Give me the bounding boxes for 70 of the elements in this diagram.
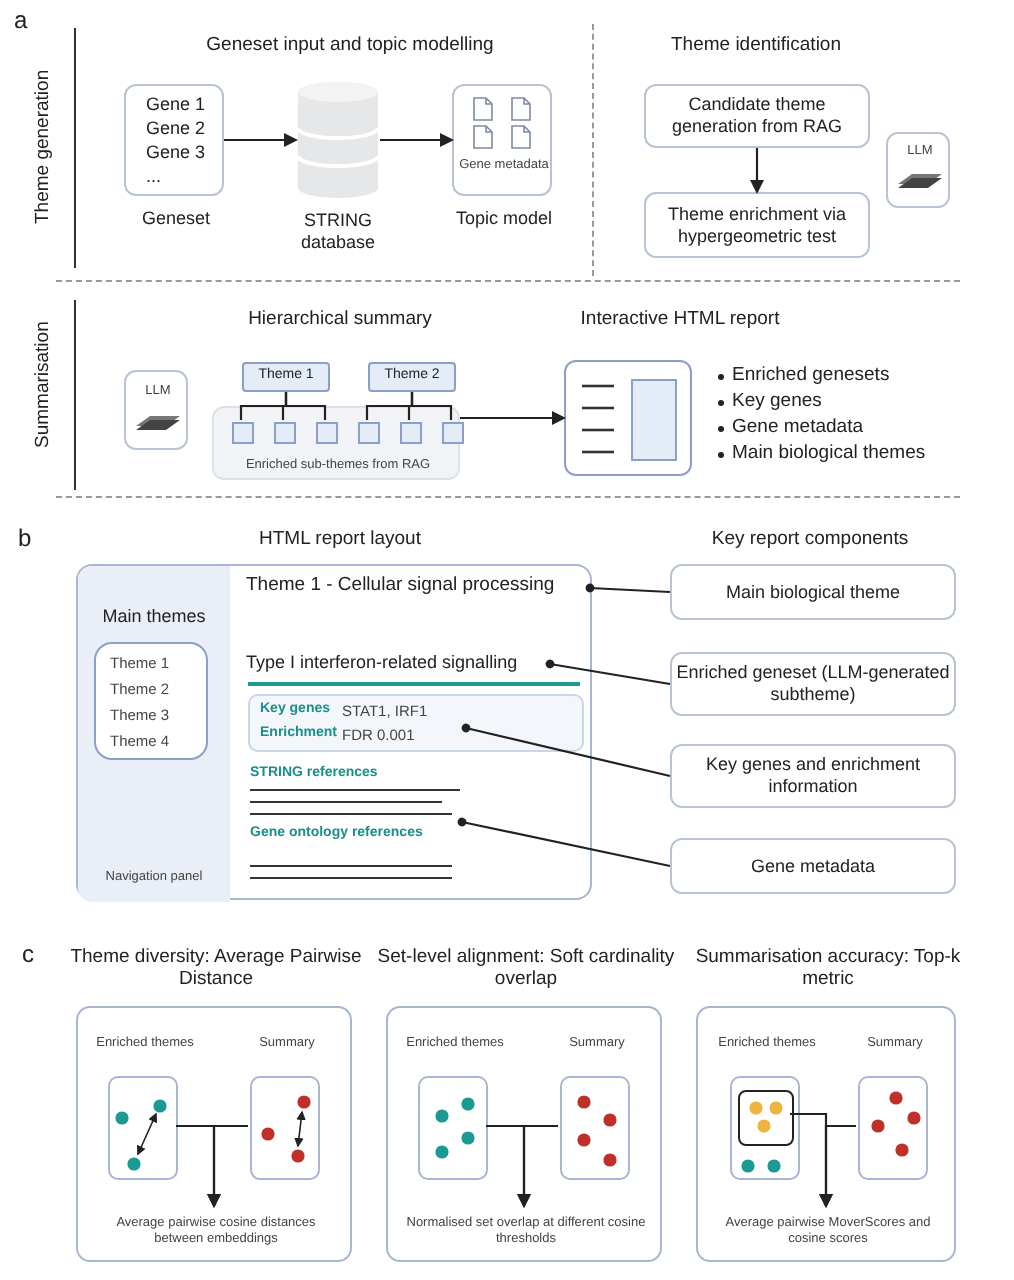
bullet-text: Main biological themes (732, 442, 928, 465)
gene-item: Gene 1 (146, 94, 208, 116)
component-box (670, 744, 956, 808)
top-k-box (738, 1090, 794, 1146)
arrow (517, 1124, 558, 1208)
subtheme-band (212, 406, 460, 480)
node-label: Key genes and enrichment information (703, 754, 923, 798)
panel-letter: b (18, 524, 34, 553)
connector-line (410, 392, 453, 420)
component-box (670, 564, 956, 620)
panel-letter: c (22, 940, 36, 969)
bullet-text: Gene metadata (732, 416, 865, 439)
node-label: Candidate theme generation from RAG (669, 94, 845, 138)
component-box (670, 652, 956, 716)
section-heading: Theme identification (668, 34, 844, 57)
subtheme-heading: Type I interferon-related signalling (246, 652, 546, 680)
section-heading: Summarisation (32, 319, 55, 453)
node-label: Main biological theme (725, 581, 901, 603)
subtheme-box (358, 422, 380, 444)
panel-title: Summarisation accuracy: Top-k metric (693, 946, 963, 992)
section-heading: Theme generation (32, 66, 55, 228)
subtheme-box (316, 422, 338, 444)
report-page-drawing (564, 360, 692, 476)
section-heading: HTML report layout (257, 528, 423, 551)
connector-line (284, 392, 327, 420)
node-caption: Geneset (139, 208, 213, 230)
theme-box (368, 362, 456, 392)
arrow (224, 133, 298, 147)
node-caption: Topic model (453, 208, 555, 230)
leader-line (457, 817, 671, 868)
node-label: Enriched geneset (LLM-generated subtheme) (674, 662, 952, 706)
subtheme-box (442, 422, 464, 444)
gene-item: Gene 3 (146, 142, 208, 164)
leader-line (545, 659, 671, 686)
llm-chip-box (124, 370, 188, 450)
arrow (460, 411, 566, 425)
node-caption: STRING database (298, 210, 378, 254)
subtheme-box (232, 422, 254, 444)
arrow (207, 1124, 248, 1208)
panel-letter: a (14, 6, 30, 35)
gene-item: Gene 2 (146, 118, 208, 140)
arrow (750, 148, 764, 194)
process-box (644, 192, 870, 258)
section-heading: Theme 1 - Cellular signal processing (246, 574, 586, 606)
section-heading: Interactive HTML report (578, 308, 782, 331)
report-layout-frame (76, 564, 592, 900)
theme-list-box (94, 642, 208, 760)
section-heading: Hierarchical summary (246, 308, 434, 331)
panel-title: Set-level alignment: Soft cardinality overlap (375, 946, 677, 992)
process-box (644, 84, 870, 148)
bullet-text: Key genes (732, 390, 824, 413)
theme-box (242, 362, 330, 392)
section-heading: Key report components (709, 528, 911, 551)
key-genes-panel (248, 694, 584, 752)
leader-line (585, 583, 671, 594)
bullet-text: Enriched genesets (732, 364, 892, 387)
subtheme-box (400, 422, 422, 444)
panel-text: Main themes (100, 606, 208, 628)
gene-item: ... (146, 166, 164, 188)
node-label: Theme enrichment via hypergeometric test (665, 203, 849, 247)
arrow (380, 133, 454, 147)
leader-line (461, 723, 671, 778)
node-label: Gene metadata (750, 855, 876, 877)
arrow (819, 1124, 856, 1208)
panel-title: Theme diversity: Average Pairwise Distance (68, 946, 364, 992)
navigation-panel (78, 566, 230, 902)
component-box (670, 838, 956, 894)
subtheme-box (274, 422, 296, 444)
section-heading: Geneset input and topic modelling (204, 34, 496, 57)
llm-chip-box (886, 132, 950, 208)
